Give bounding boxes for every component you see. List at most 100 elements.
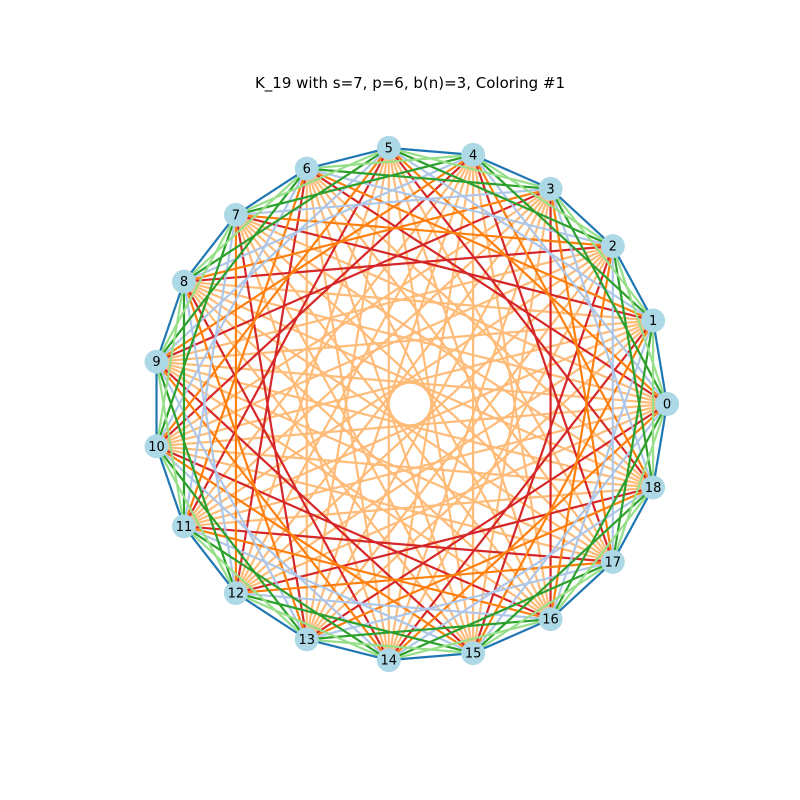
edge-5-13 xyxy=(305,147,390,640)
edge-1-12 xyxy=(235,319,654,595)
edge-4-8 xyxy=(183,153,474,283)
node-label: 11 xyxy=(176,520,193,535)
edge-13-18 xyxy=(306,486,654,641)
edge-10-18 xyxy=(156,445,654,489)
graph-node-16: 16 xyxy=(538,607,563,632)
edge-6-18 xyxy=(306,167,654,489)
graph-node-18: 18 xyxy=(641,475,666,500)
edge-0-5 xyxy=(388,147,668,405)
diagram-title: K_19 with s=7, p=6, b(n)=3, Coloring #1 xyxy=(255,74,565,93)
edge-5-9 xyxy=(155,147,390,363)
edge-5-6 xyxy=(306,146,390,170)
edge-0-18 xyxy=(651,403,669,488)
edge-3-11 xyxy=(183,188,552,528)
edge-1-9 xyxy=(156,319,654,363)
edge-10-15 xyxy=(155,445,474,655)
edge-6-9 xyxy=(155,167,308,363)
graph-node-14: 14 xyxy=(376,648,401,673)
edge-1-4 xyxy=(472,154,654,322)
edge-0-1 xyxy=(651,320,669,405)
edge-11-18 xyxy=(183,486,654,528)
edge-2-4 xyxy=(472,153,614,248)
edge-2-15 xyxy=(472,245,614,654)
edge-3-17 xyxy=(549,188,614,563)
edge-1-14 xyxy=(387,319,654,661)
graph-node-1: 1 xyxy=(641,308,666,333)
edge-16-18 xyxy=(549,486,654,620)
edge-4-18 xyxy=(472,154,655,488)
node-circle xyxy=(600,549,625,574)
edge-5-8 xyxy=(183,146,390,283)
edge-8-16 xyxy=(183,280,552,620)
edge-12-16 xyxy=(235,591,551,621)
edge-1-16 xyxy=(549,320,655,620)
edge-8-9 xyxy=(155,281,186,363)
edge-6-10 xyxy=(155,168,308,447)
node-label: 13 xyxy=(298,633,315,648)
graph-node-0: 0 xyxy=(655,392,679,416)
edge-3-18 xyxy=(549,188,655,488)
graph-node-13: 13 xyxy=(294,627,319,652)
edge-7-18 xyxy=(235,213,654,489)
edge-8-12 xyxy=(182,281,238,594)
edge-13-14 xyxy=(306,638,390,662)
node-label: 2 xyxy=(609,240,617,255)
edge-2-18 xyxy=(611,245,655,488)
edge-7-8 xyxy=(183,214,237,283)
edge-15-16 xyxy=(472,618,552,655)
edge-9-15 xyxy=(155,360,474,654)
edge-9-17 xyxy=(156,360,614,563)
node-circle xyxy=(641,308,666,333)
edge-3-7 xyxy=(235,187,551,217)
edge-16-17 xyxy=(549,561,614,620)
node-label: 7 xyxy=(232,208,240,223)
edge-0-11 xyxy=(183,402,668,528)
edge-11-16 xyxy=(183,525,551,621)
edge-2-16 xyxy=(549,245,614,620)
node-circle xyxy=(294,627,319,652)
edge-6-11 xyxy=(182,168,308,527)
node-label: 0 xyxy=(663,398,671,413)
edge-11-13 xyxy=(183,525,308,641)
node-label: 10 xyxy=(148,440,165,455)
node-circle xyxy=(171,269,196,294)
edge-6-14 xyxy=(305,168,390,661)
node-label: 4 xyxy=(469,148,477,163)
graph-node-11: 11 xyxy=(171,514,196,539)
edge-6-12 xyxy=(234,168,308,594)
edge-9-11 xyxy=(155,361,186,527)
graph-node-2: 2 xyxy=(600,234,625,259)
edge-11-14 xyxy=(183,525,390,662)
edge-2-13 xyxy=(305,245,614,641)
edge-4-10 xyxy=(155,154,474,448)
node-circle xyxy=(376,648,401,673)
node-label: 15 xyxy=(465,647,482,662)
edge-0-4 xyxy=(472,154,668,405)
node-label: 1 xyxy=(649,314,657,329)
node-label: 12 xyxy=(228,587,245,602)
graph-node-4: 4 xyxy=(461,142,486,167)
edge-1-3 xyxy=(549,188,654,322)
edge-3-4 xyxy=(472,153,552,190)
edge-2-7 xyxy=(235,213,613,248)
edge-11-17 xyxy=(183,525,613,563)
edge-7-14 xyxy=(234,214,390,661)
edge-6-7 xyxy=(235,167,308,216)
edge-5-16 xyxy=(387,147,552,620)
node-circle xyxy=(223,581,248,606)
edge-4-6 xyxy=(306,153,474,170)
graph-node-5: 5 xyxy=(376,135,401,160)
node-label: 18 xyxy=(645,481,662,496)
edge-3-5 xyxy=(388,146,551,190)
edge-4-9 xyxy=(155,153,474,363)
edge-6-17 xyxy=(305,167,614,563)
node-label: 8 xyxy=(180,275,188,290)
edge-7-15 xyxy=(234,214,475,654)
edge-17-18 xyxy=(611,486,655,563)
edge-10-13 xyxy=(155,445,308,641)
edge-7-11 xyxy=(182,214,238,527)
graph-node-15: 15 xyxy=(461,641,486,666)
edge-14-17 xyxy=(388,560,614,662)
edge-8-13 xyxy=(182,281,308,640)
